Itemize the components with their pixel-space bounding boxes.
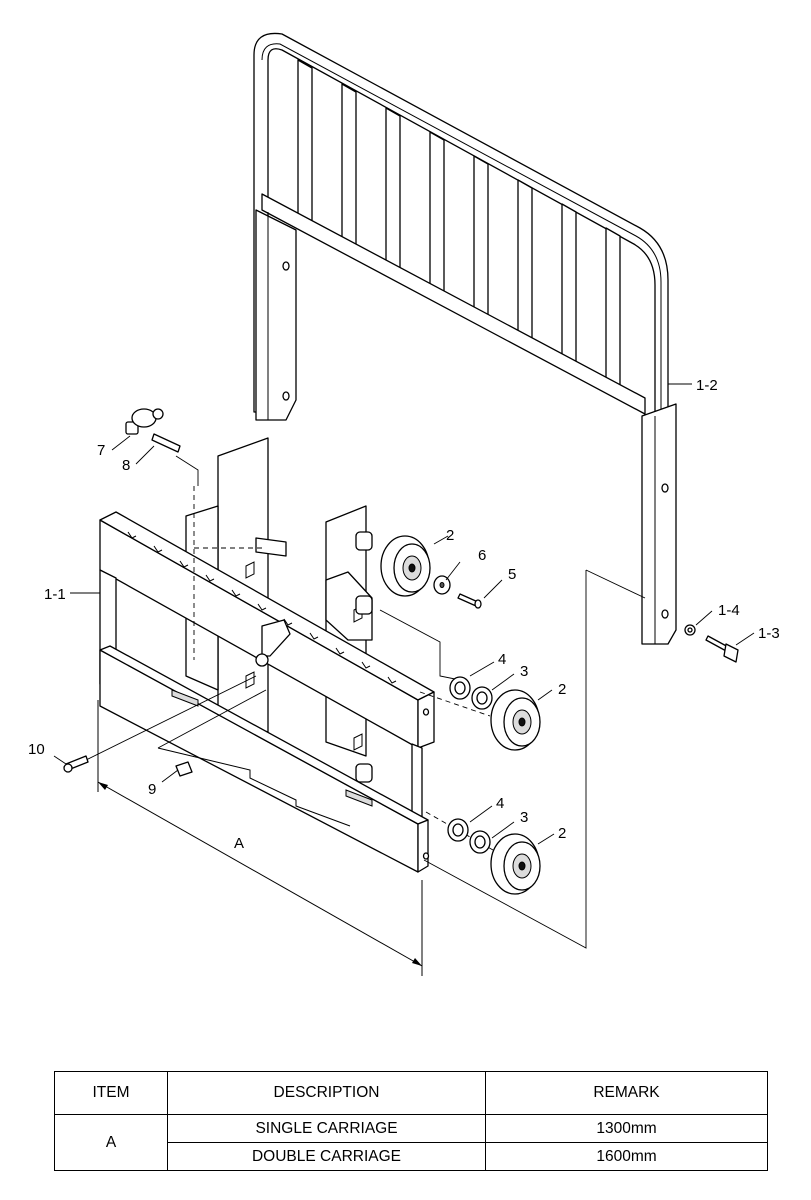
header-description: DESCRIPTION bbox=[167, 1071, 486, 1115]
backrest-bolt-washer bbox=[684, 624, 739, 663]
callout-6: 6 bbox=[478, 547, 486, 564]
callout-3-middle: 3 bbox=[520, 663, 528, 680]
grease-fitting-and-bolt bbox=[125, 408, 181, 453]
callout-labels: 1-2 7 8 1-1 2 6 5 1-4 1-3 4 3 2 10 9 4 3… bbox=[28, 377, 780, 852]
callout-2-lower: 2 bbox=[558, 825, 566, 842]
exploded-parts-diagram: 1-2 7 8 1-1 2 6 5 1-4 1-3 4 3 2 10 9 4 3… bbox=[28, 32, 780, 976]
item-cell: A bbox=[54, 1114, 168, 1171]
callout-8: 8 bbox=[122, 457, 130, 474]
dimension-a-label: A bbox=[234, 835, 244, 852]
side-roller-upper bbox=[355, 531, 482, 609]
callout-2-top: 2 bbox=[446, 527, 454, 544]
callout-1-4: 1-4 bbox=[718, 602, 740, 619]
description-cell: DOUBLE CARRIAGE bbox=[167, 1142, 486, 1171]
side-roller-lower bbox=[355, 763, 541, 895]
callout-3-lower: 3 bbox=[520, 809, 528, 826]
callout-leaders bbox=[53, 383, 755, 845]
callout-1-2: 1-2 bbox=[696, 377, 718, 394]
backrest-bars bbox=[297, 59, 621, 401]
assembly-lines bbox=[77, 455, 646, 949]
hidden-lines bbox=[193, 486, 501, 855]
table-row: DOUBLE CARRIAGE 1600mm bbox=[55, 1142, 768, 1171]
dimension-a bbox=[97, 700, 423, 976]
callout-10: 10 bbox=[28, 741, 45, 758]
table-row: A SINGLE CARRIAGE 1300mm bbox=[54, 1114, 768, 1171]
description-cell: SINGLE CARRIAGE bbox=[167, 1114, 486, 1143]
callout-5: 5 bbox=[508, 566, 516, 583]
callout-2-middle: 2 bbox=[558, 681, 566, 698]
callout-4-lower: 4 bbox=[496, 795, 504, 812]
remark-cell: 1300mm bbox=[485, 1114, 768, 1143]
table-header-row: ITEM DESCRIPTION REMARK bbox=[54, 1071, 768, 1115]
callout-9: 9 bbox=[148, 781, 156, 798]
carriage-spec-table: ITEM DESCRIPTION REMARK A SINGLE CARRIAG… bbox=[54, 1071, 768, 1171]
header-remark: REMARK bbox=[485, 1071, 768, 1115]
callout-1-3: 1-3 bbox=[758, 625, 780, 642]
load-backrest bbox=[253, 32, 677, 645]
callout-4-middle: 4 bbox=[498, 651, 506, 668]
callout-7: 7 bbox=[97, 442, 105, 459]
side-roller-middle bbox=[355, 595, 541, 751]
remark-cell: 1600mm bbox=[485, 1142, 768, 1171]
header-item: ITEM bbox=[54, 1071, 168, 1115]
lower-bolts bbox=[63, 755, 193, 777]
callout-1-1: 1-1 bbox=[44, 586, 66, 603]
fork-carriage bbox=[99, 437, 435, 873]
carriage-notches bbox=[127, 531, 397, 684]
